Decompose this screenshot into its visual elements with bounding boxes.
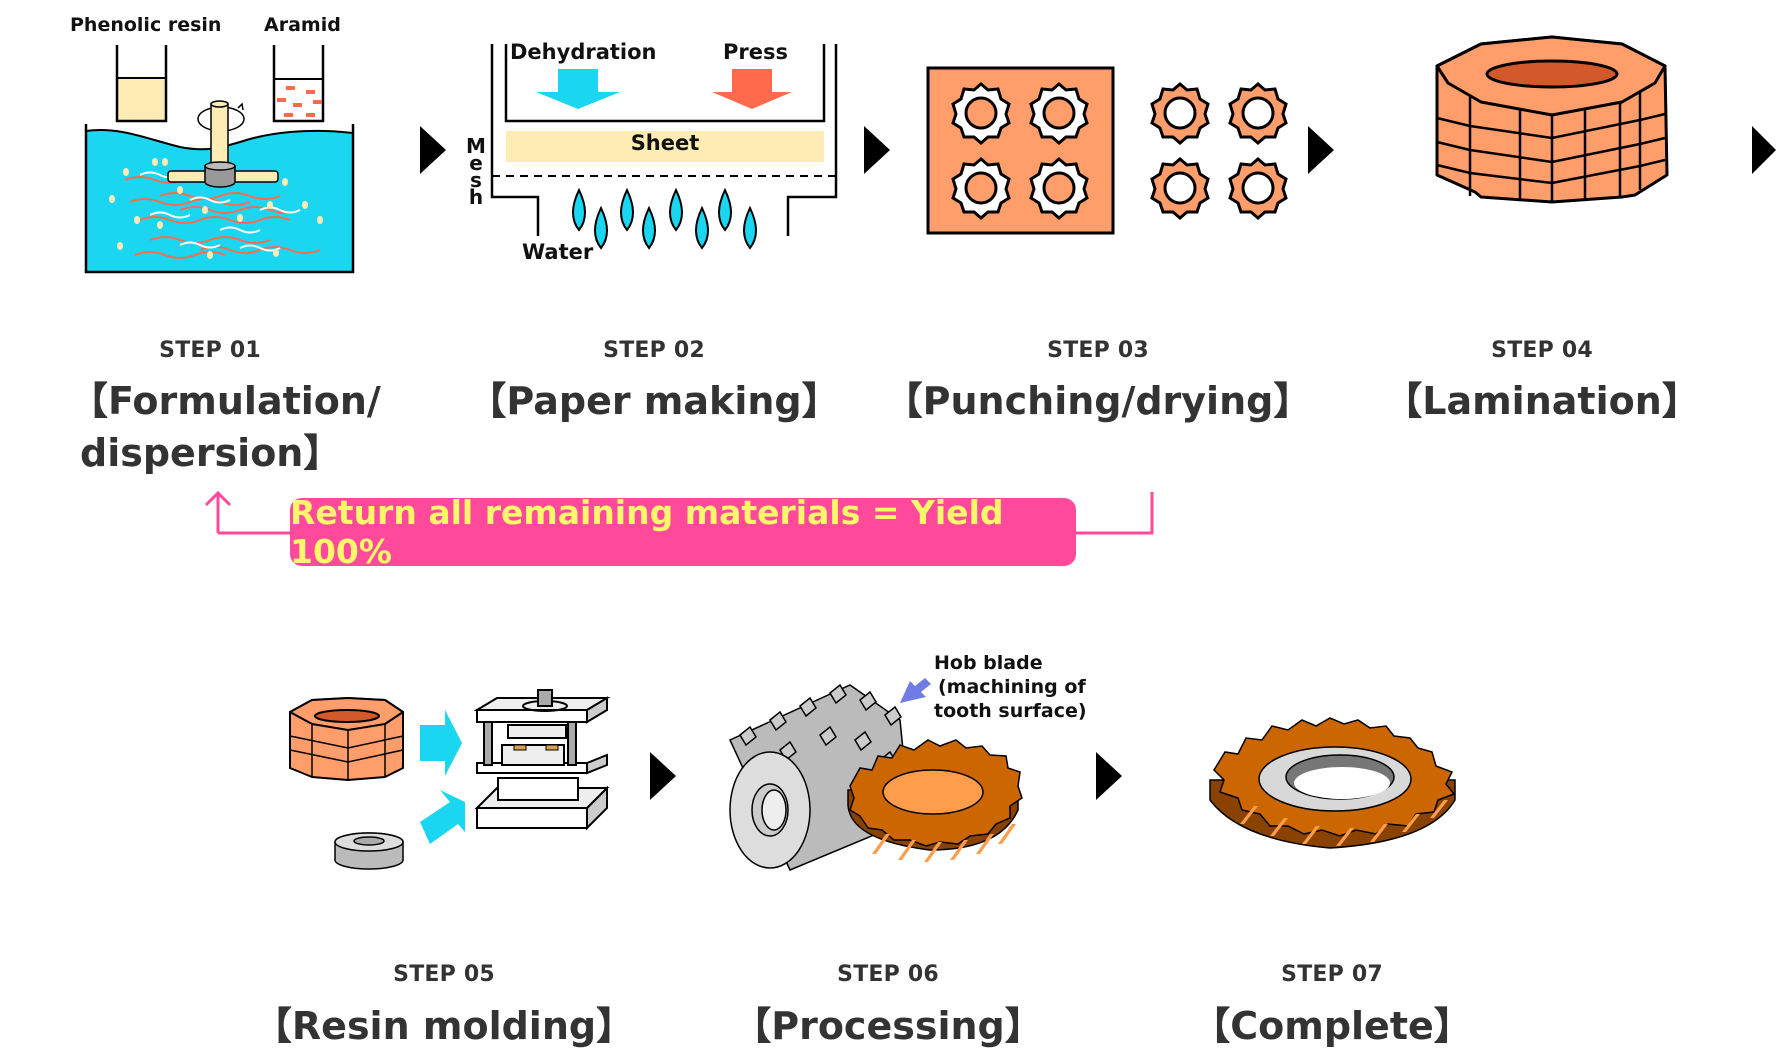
step-02-title: 【Paper making】 [468,379,840,423]
laminated-stack-icon [1435,35,1669,204]
molding-press-icon [289,689,611,870]
step-07-number: STEP 07 [1281,962,1383,987]
step-04-title: 【Lamination】 [1384,379,1700,423]
step-04-number: STEP 04 [1491,338,1593,363]
finished-gear-icon [1209,717,1456,849]
hob-blade-line1: Hob blade [934,652,1043,674]
step-06-title: 【Processing】 [733,1004,1043,1048]
press-label: Press [723,40,788,64]
phenolic-resin-label: Phenolic resin [70,14,222,36]
return-materials-banner: Return all remaining materials = Yield 1… [290,493,1076,571]
step-01-number: STEP 01 [159,338,261,363]
step-05-title: 【Resin molding】 [253,1004,635,1048]
hob-blade-line3: tooth surface) [934,700,1087,722]
step-05-number: STEP 05 [393,962,495,987]
hob-cutter-icon [729,678,1023,871]
aramid-label: Aramid [264,14,341,36]
punched-sheet-icon [926,66,1288,235]
hob-blade-label: Hob blade (machining of tooth surface) [934,651,1087,723]
sheet-label: Sheet [630,131,700,155]
water-label: Water [522,240,594,264]
step-01-title: 【Formulation/ dispersion】 [0,375,470,479]
hob-blade-line2: (machining of [938,676,1086,698]
aramid-beaker [272,45,325,123]
step-03-title: 【Punching/drying】 [884,379,1312,423]
phenolic-resin-beaker [115,45,168,123]
next-step-arrow-2 [864,126,890,174]
step-07-title: 【Complete】 [1192,1004,1472,1048]
next-step-arrow-3 [1308,126,1334,174]
return-materials-text: Return all remaining materials = Yield 1… [290,493,1004,571]
next-step-arrow-5 [650,752,676,800]
next-step-arrow-1 [420,126,446,174]
mixing-tank-icon [84,45,355,274]
next-step-arrow-4 [1752,126,1776,174]
step-06-number: STEP 06 [837,962,939,987]
step-02-number: STEP 02 [603,338,705,363]
next-step-arrow-6 [1096,752,1122,800]
dehydration-label: Dehydration [510,40,657,64]
paper-press-icon [490,44,838,250]
step-03-number: STEP 03 [1047,338,1149,363]
mesh-label: Mesh [466,134,486,209]
step-01-title-line2: dispersion】 [80,431,342,475]
step-01-title-line1: 【Formulation/ [70,379,381,423]
